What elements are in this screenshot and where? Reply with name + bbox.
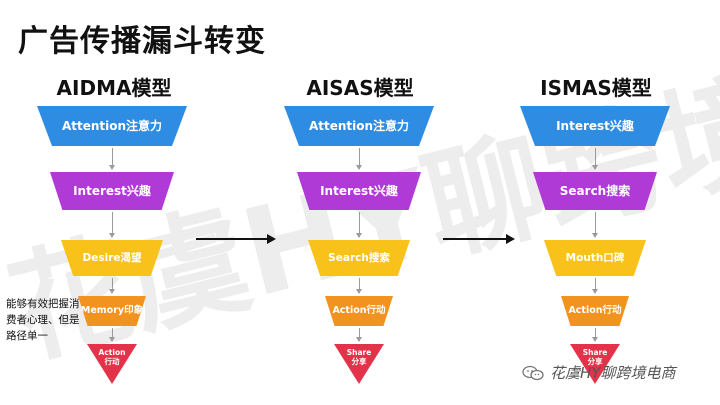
flow-connector bbox=[356, 328, 362, 342]
funnel-stage: Desire渴望 bbox=[61, 240, 163, 276]
model-title-aidma: AIDMA模型 bbox=[56, 76, 172, 100]
flow-connector bbox=[356, 278, 362, 294]
brand-text: 花虞HY聊跨境电商 bbox=[550, 364, 676, 382]
funnel-stage: Interest兴趣 bbox=[520, 106, 670, 146]
model-title-aisas: AISAS模型 bbox=[306, 76, 414, 100]
wechat-icon bbox=[522, 365, 544, 380]
brand-caption: 花虞HY聊跨境电商 bbox=[522, 362, 675, 383]
flow-connector bbox=[109, 212, 115, 238]
funnel-stage: Attention注意力 bbox=[37, 106, 187, 146]
stage-label: Search搜索 bbox=[328, 251, 390, 264]
flow-connector bbox=[592, 328, 598, 342]
funnel-stage: Search搜索 bbox=[533, 172, 657, 210]
stage-label-en: Share bbox=[346, 348, 372, 357]
stage-label: Attention注意力 bbox=[61, 118, 163, 133]
stage-label: Attention注意力 bbox=[308, 118, 410, 133]
funnel-stage: Action行动 bbox=[325, 296, 393, 326]
flow-connector bbox=[109, 148, 115, 170]
side-note: 能够有效把握消费者心理、但是路径单一 bbox=[6, 298, 80, 342]
flow-connector bbox=[356, 212, 362, 238]
flow-connector bbox=[109, 328, 115, 342]
stage-label: Interest兴趣 bbox=[320, 183, 398, 198]
stage-label: Interest兴趣 bbox=[73, 183, 151, 198]
stage-label-en: Action bbox=[98, 348, 126, 357]
funnel-stage: Attention注意力 bbox=[284, 106, 434, 146]
stage-label: Search搜索 bbox=[559, 183, 631, 198]
stage-label-zh: 分享 bbox=[351, 357, 367, 366]
flow-connector bbox=[592, 278, 598, 294]
funnel-stage: Mouth口碑 bbox=[544, 240, 646, 276]
stage-label-en: Share bbox=[582, 348, 608, 357]
funnel-stage: Interest兴趣 bbox=[50, 172, 174, 210]
stage-label-zh: 行动 bbox=[104, 357, 120, 366]
stage-label: Action行动 bbox=[568, 305, 622, 317]
flow-connector bbox=[356, 148, 362, 170]
flow-connector bbox=[109, 278, 115, 294]
model-title-ismas: ISMAS模型 bbox=[540, 76, 652, 100]
flow-connector bbox=[592, 148, 598, 170]
funnel-ismas: Interest兴趣 Search搜索 Mouth口碑 Action行动 Sha… bbox=[516, 0, 676, 405]
stage-label-zh: 分享 bbox=[587, 357, 603, 366]
funnel-stage: Search搜索 bbox=[308, 240, 410, 276]
stage-label: Action行动 bbox=[332, 305, 386, 317]
funnel-stage: Memory印象 bbox=[78, 296, 146, 326]
funnel-stage: Action行动 bbox=[561, 296, 629, 326]
stage-label: Desire渴望 bbox=[82, 251, 142, 264]
funnel-aisas: Attention注意力 Interest兴趣 Search搜索 Action行… bbox=[280, 0, 440, 405]
stage-label: Memory印象 bbox=[80, 305, 144, 317]
flow-connector bbox=[592, 212, 598, 238]
page-title: 广告传播漏斗转变 bbox=[18, 24, 266, 59]
stage-label: Interest兴趣 bbox=[556, 118, 634, 133]
funnel-aidma: Attention注意力 Interest兴趣 Desire渴望 Memory印… bbox=[33, 0, 193, 405]
transition-arrow-1 bbox=[196, 234, 276, 244]
transition-arrow-2 bbox=[443, 234, 515, 244]
stage-label: Mouth口碑 bbox=[565, 251, 625, 264]
funnel-stage: Interest兴趣 bbox=[297, 172, 421, 210]
